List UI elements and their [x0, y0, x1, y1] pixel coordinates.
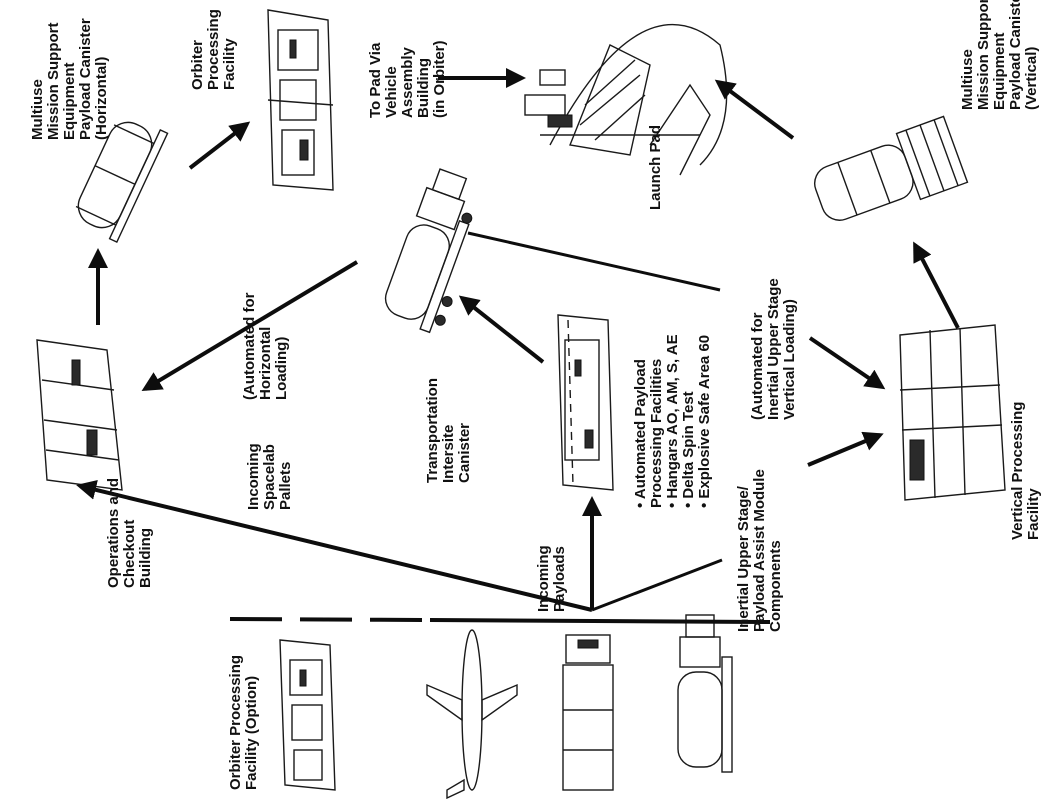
dashed-boundary	[229, 617, 431, 622]
arrow-apf-to-transport	[458, 295, 545, 364]
arrow-canister-to-orbiter-facility	[188, 121, 251, 170]
label-ius-pam-components: Inertial Upper Stage/ Payload Assist Mod…	[735, 465, 784, 632]
label-canister-vertical: Multiuse Mission Support Equipment Paylo…	[959, 0, 1040, 110]
arrow-incoming-spacelab	[76, 480, 593, 612]
label-orbiter-processing-facility: Orbiter Processing Facility	[189, 5, 238, 90]
automated-payload-facility-illustration	[557, 314, 614, 491]
arrow-vpf-to-canister-vertical	[913, 241, 960, 329]
solid-boundary	[429, 618, 771, 624]
label-vertical-processing-facility: Vertical Processing Facility	[1009, 397, 1042, 540]
arrow-transport-to-vpf	[467, 231, 721, 292]
arrow-transport-to-ops	[141, 260, 359, 392]
arrow-ius-to-vpf-head	[807, 431, 884, 467]
canister-truck-illustration	[677, 614, 733, 773]
label-automated-payload-list: • Automated Payload Processing Facilitie…	[632, 330, 713, 508]
label-to-pad-via-vab: To Pad Via Vehicle Assembly Building (in…	[367, 39, 448, 118]
label-orbiter-processing-option: Orbiter Processing Facility (Option)	[227, 651, 260, 790]
arrow-canister-vertical-to-pad	[714, 79, 795, 140]
canister-horizontal-illustration	[75, 121, 169, 243]
label-operations-checkout-building: Operations and Checkout Building	[105, 474, 154, 588]
operations-checkout-building-illustration	[36, 339, 123, 491]
label-launch-pad: Launch Pad	[647, 125, 664, 210]
launch-pad-illustration	[524, 23, 728, 176]
label-automated-horizontal: (Automated for Horizontal Loading)	[241, 288, 290, 400]
aircraft-illustration	[426, 629, 518, 799]
orbiter-processing-facility-illustration	[267, 9, 334, 191]
truck-illustration	[562, 634, 614, 791]
arrow-transport-to-vpf-head	[808, 336, 886, 390]
orbiter-option-illustration	[279, 639, 336, 791]
vertical-processing-facility-illustration	[899, 324, 1006, 501]
transport-canister-illustration	[384, 168, 473, 334]
label-canister-horizontal: Multiuse Mission Support Equipment Paylo…	[29, 14, 110, 140]
canister-vertical-illustration	[814, 115, 969, 221]
label-automated-vertical: (Automated for Inertial Upper Stage Vert…	[749, 274, 798, 420]
label-transportation-canister: Transportation Intersite Canister	[424, 374, 473, 483]
arrow-ius-to-vpf	[591, 558, 723, 612]
label-incoming-payloads: Incoming Payloads	[535, 541, 568, 612]
label-incoming-spacelab: Incoming Spacelab Pallets	[245, 439, 294, 510]
